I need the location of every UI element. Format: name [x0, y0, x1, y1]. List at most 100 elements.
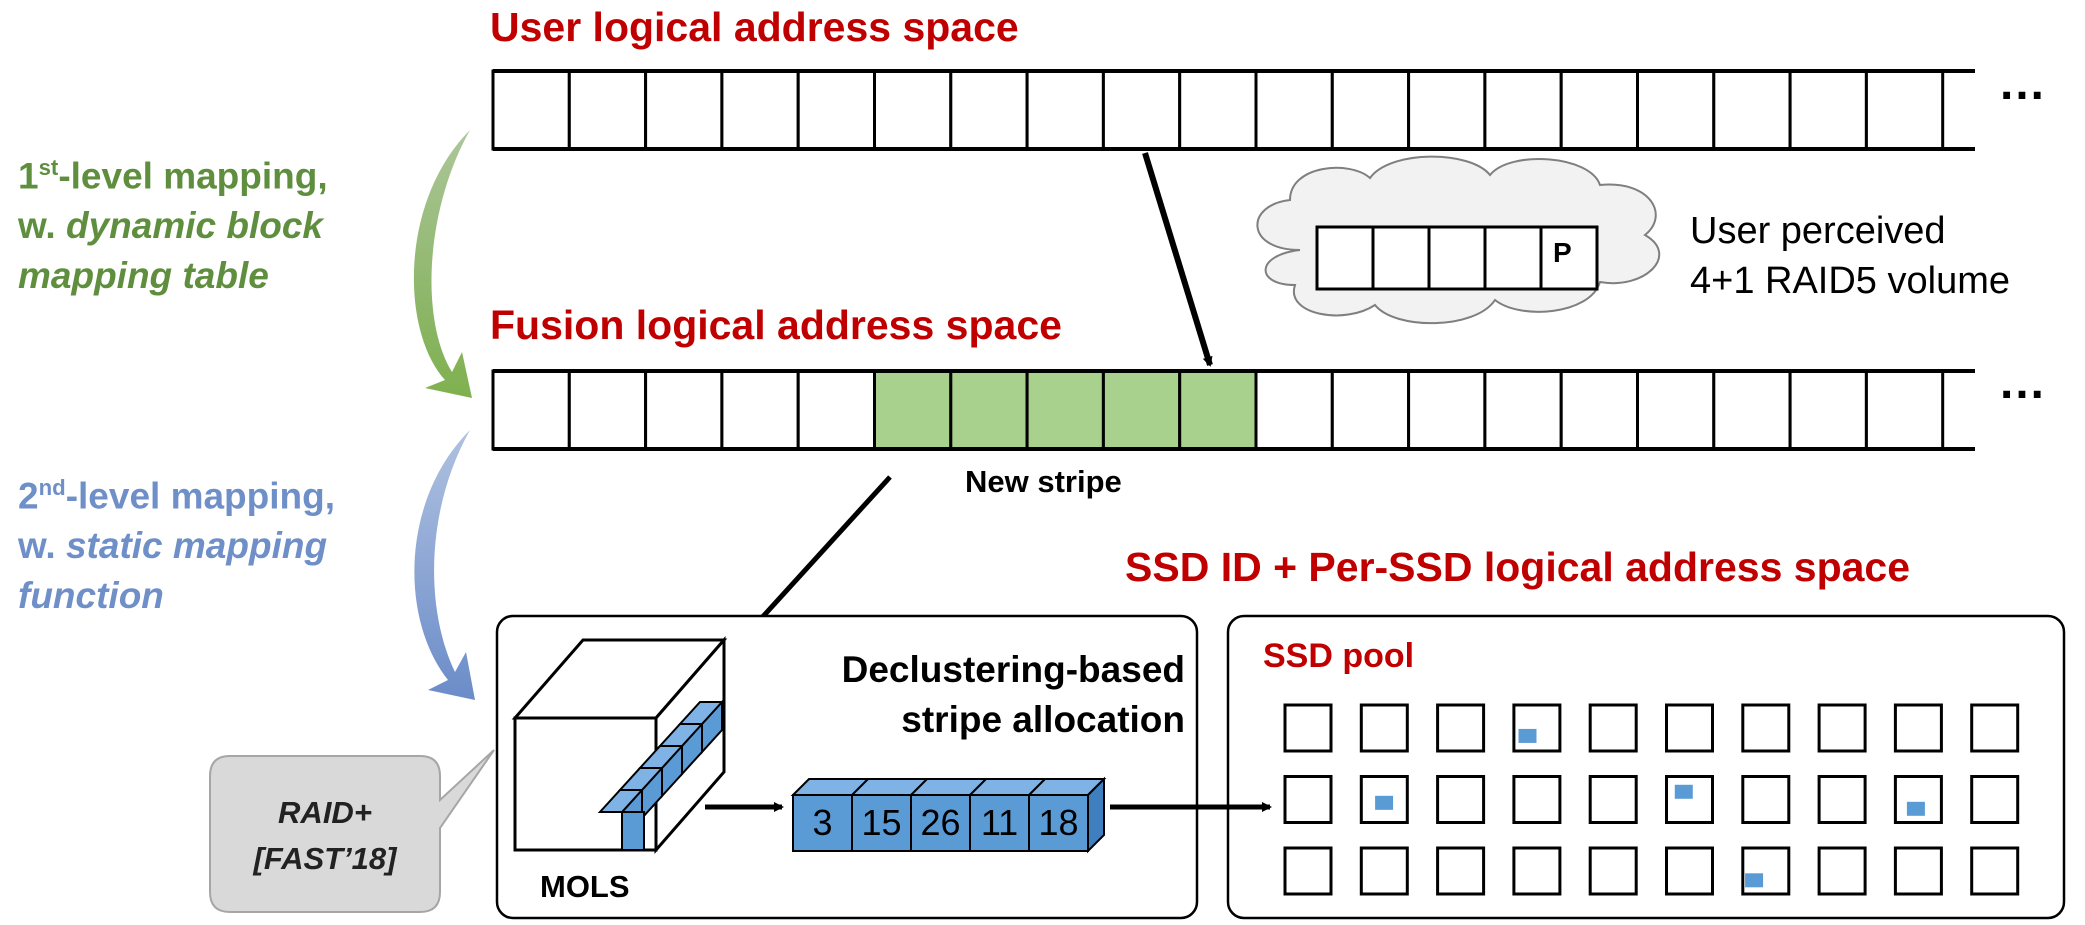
cloud-caption-line2: 4+1 RAID5 volume [1690, 260, 2010, 302]
ssd-drive-icon [1436, 846, 1486, 896]
fusion-block [720, 369, 800, 451]
user-address-blocks [491, 69, 1975, 151]
new-stripe-label: New stripe [965, 464, 1122, 499]
mapping2-line2-italic: static mapping [65, 525, 328, 567]
raid5-block [1427, 225, 1487, 291]
mapping1-line3: mapping table [18, 255, 269, 297]
ssd-used-block [1375, 795, 1394, 810]
ssd-drive-icon [1893, 703, 1943, 753]
fusion-space-ellipsis: … [1998, 356, 2048, 409]
mapping2-line1: -level mapping, [65, 475, 336, 517]
ssd-used-block [1745, 873, 1764, 888]
user-block [1025, 69, 1105, 151]
mols-label: MOLS [540, 869, 630, 904]
fusion-block [1636, 369, 1716, 451]
ssd-drive-icon [1665, 775, 1714, 824]
fusion-block [567, 369, 648, 451]
ssd-drive-icon [1588, 775, 1638, 824]
fusion-block [1788, 369, 1868, 451]
raid5-volume-blocks [1315, 225, 1599, 291]
second-level-mapping-arrow [414, 430, 475, 700]
stripe-cell [969, 794, 1030, 852]
ssd-drive-icon [1359, 703, 1409, 753]
mapping2-sup: nd [38, 475, 66, 500]
ssd-used-block [1906, 801, 1925, 816]
user-block [796, 69, 877, 151]
stripe-number: 15 [861, 802, 901, 843]
user-block [1559, 69, 1639, 151]
ssd-drive-icon [1970, 775, 2020, 824]
ssd-grid [1283, 703, 2020, 896]
user-block [949, 69, 1029, 151]
ssd-drive-icon [1512, 846, 1562, 896]
first-level-mapping-arrow [413, 130, 472, 398]
ssd-pool-title: SSD pool [1263, 637, 1415, 675]
parity-label: P [1553, 237, 1572, 268]
user-block [1864, 69, 1945, 151]
ssd-drive-icon [1970, 703, 2020, 753]
allocation-title-line2: stripe allocation [901, 699, 1185, 740]
fusion-block [1330, 369, 1411, 451]
callout-line1: RAID+ [278, 795, 372, 830]
allocation-title: Declustering-based stripe allocation [795, 645, 1185, 745]
ssd-drive-icon [1283, 846, 1333, 896]
user-block [873, 69, 953, 151]
mapping2-line3: function [18, 575, 164, 617]
fusion-block [1025, 369, 1105, 451]
mapping1-sup: st [38, 155, 59, 180]
stripe-number: 11 [981, 802, 1018, 843]
mapping2-line2-plain: w. [18, 525, 66, 567]
stripe-number: 18 [1038, 802, 1078, 843]
fusion-block [1559, 369, 1639, 451]
user-block [1407, 69, 1487, 151]
ssd-used-block [1674, 784, 1693, 799]
ssd-used-block [1518, 728, 1537, 743]
stripe-top-divider [851, 778, 869, 796]
stripe-top-divider [969, 778, 987, 796]
fusion-block [1254, 369, 1334, 451]
strip-front-cell [621, 811, 645, 851]
fusion-block [1864, 369, 1945, 451]
mapping1-line2-plain: w. [18, 205, 66, 247]
user-block [1101, 69, 1182, 151]
second-level-mapping-label: 2nd-level mapping, w. static mapping fun… [18, 463, 335, 621]
fusion-block [1483, 369, 1563, 451]
ssd-drive-icon [1817, 846, 1867, 896]
allocation-title-line1: Declustering-based [841, 649, 1185, 690]
user-block [1788, 69, 1868, 151]
ssd-drive-icon [1817, 775, 1867, 824]
mapping1-line1: -level mapping, [58, 155, 328, 197]
fusion-block [1101, 369, 1182, 451]
user-block [644, 69, 724, 151]
stripe-cell [851, 794, 912, 852]
user-block [1712, 69, 1792, 151]
user-block [491, 69, 571, 151]
fusion-block [1407, 369, 1487, 451]
ssd-drive-icon [1283, 775, 1333, 824]
fusion-block [796, 369, 877, 451]
user-block [1483, 69, 1563, 151]
fusion-block [873, 369, 953, 451]
fusion-block [644, 369, 724, 451]
stripe-number: 26 [920, 802, 960, 843]
user-block [1254, 69, 1334, 151]
stripe-top-face [790, 778, 1107, 796]
cloud-caption: User perceived 4+1 RAID5 volume [1690, 206, 2010, 306]
first-level-mapping-label: 1st-level mapping, w. dynamic block mapp… [18, 143, 328, 301]
strip-cell-top [677, 701, 725, 725]
fusion-block [1178, 369, 1258, 451]
ssd-drive-icon [1741, 775, 1791, 824]
raid5-block [1371, 225, 1431, 291]
user-block [1330, 69, 1411, 151]
fusion-block [491, 369, 571, 451]
ssd-drive-icon [1359, 846, 1409, 896]
user-to-fusion-arrow [1142, 152, 1213, 367]
ssd-drive-icon [1283, 703, 1333, 753]
mapping2-number: 2 [18, 475, 39, 517]
user-space-title: User logical address space [490, 4, 1019, 50]
raid5-block [1539, 225, 1599, 291]
ssd-drive-icon [1741, 703, 1791, 753]
